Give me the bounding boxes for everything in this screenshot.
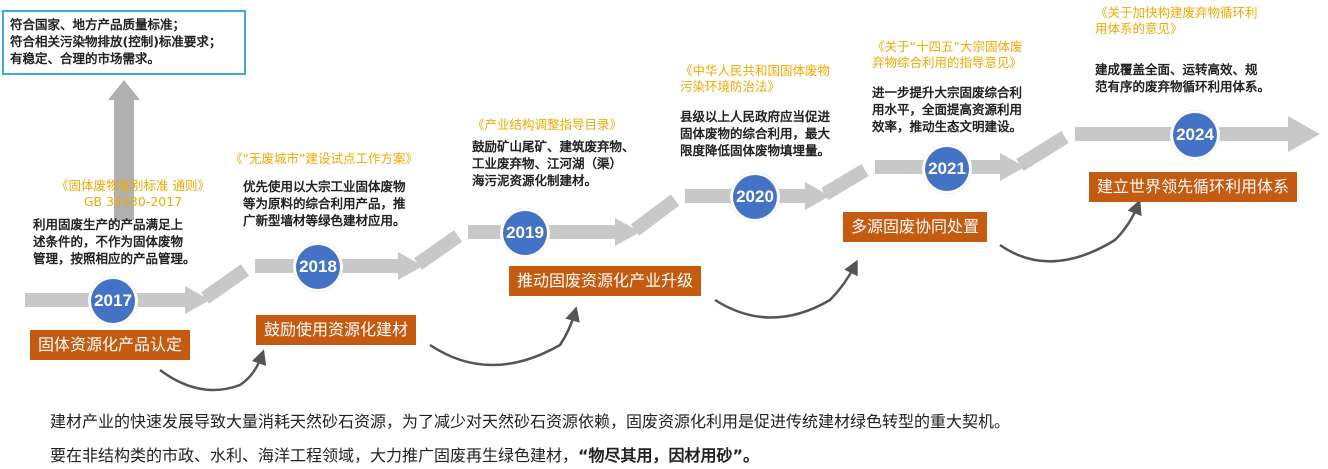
desc-2020: 县级以上人民政府应当促进 固体废物的综合利用，最大 限度降低固体废物填埋量。 xyxy=(680,108,880,159)
desc-line: 县级以上人民政府应当促进 xyxy=(680,109,831,124)
desc-2018: 优先使用以大宗工业固体废物 等为原料的综合利用产品，推 广新型墙材等绿色建材应用… xyxy=(243,178,443,229)
up-arrow-shaft xyxy=(114,100,134,220)
desc-2019: 鼓励矿山尾矿、建筑废弃物、 工业废弃物、江河湖（渠） 海污泥资源化制建材。 xyxy=(472,138,672,189)
doc-title: 《“无废城市”建设试点工作方案》 xyxy=(230,151,418,166)
summary-line-1: 建材产业的快速发展导致大量消耗天然砂石资源，为了减少对天然砂石资源依赖，固废资源… xyxy=(50,412,1011,431)
step-2018-rise xyxy=(413,230,463,270)
desc-line: 工业废弃物、江河湖（渠） xyxy=(472,156,623,171)
arrowhead-2019 xyxy=(615,218,640,246)
desc-2017: 利用固废生产的产品满足上 述条件的，不作为固体废物 管理，按照相应的产品管理。 xyxy=(33,216,233,267)
label-2017: 固体资源化产品认定 xyxy=(30,330,191,360)
doc-title: 《关于“十四五”大宗固体废 xyxy=(872,39,1023,54)
requirement-line: 有稳定、合理的市场需求。 xyxy=(10,51,161,66)
requirements-box: 符合国家、地方产品质量标准； 符合相关污染物排放(控制)标准要求； 有稳定、合理… xyxy=(2,10,246,75)
desc-line: 等为原料的综合利用产品，推 xyxy=(243,196,406,211)
year-2024-circle: 2024 xyxy=(1170,110,1220,160)
label-2024: 建立世界领先循环利用体系 xyxy=(1089,172,1298,202)
requirement-line: 符合相关污染物排放(控制)标准要求； xyxy=(10,34,222,49)
connector-4 xyxy=(999,199,1142,263)
doc-2018: 《“无废城市”建设试点工作方案》 xyxy=(230,151,460,167)
label-2021: 多源固废协同处置 xyxy=(843,212,988,242)
desc-line: 述条件的，不作为固体废物 xyxy=(33,234,184,249)
desc-line: 海污泥资源化制建材。 xyxy=(472,173,598,188)
desc-line: 利用固废生产的产品满足上 xyxy=(33,217,184,232)
label-2018: 鼓励使用资源化建材 xyxy=(256,315,417,345)
doc-title: 《中华人民共和国固体废物 xyxy=(680,63,831,78)
connector-3 xyxy=(714,259,858,319)
step-2019-rise xyxy=(630,194,680,236)
desc-line: 鼓励矿山尾矿、建筑废弃物、 xyxy=(472,139,635,154)
doc-title: 《固体废物鉴别标准 通则》 xyxy=(56,178,210,193)
step-2021-rise xyxy=(1016,131,1069,171)
connector-1 xyxy=(159,349,267,392)
doc-2020: 《中华人民共和国固体废物 污染环境防治法》 xyxy=(680,63,880,95)
step-2017-rise xyxy=(200,264,250,304)
arrowhead-2017 xyxy=(185,286,210,314)
doc-title-cont: 污染环境防治法》 xyxy=(680,79,781,94)
step-2020-rise xyxy=(821,163,869,201)
desc-2024: 建成覆盖全面、运转高效、规 范有序的废弃物循环利用体系。 xyxy=(1095,61,1315,95)
desc-2021: 进一步提升大宗固废综合利 用水平，全面提高资源利用 效率，推动生态文明建设。 xyxy=(872,84,1082,135)
arrowhead-2020 xyxy=(805,182,830,210)
connector-2 xyxy=(429,306,580,367)
desc-line: 管理，按照相应的产品管理。 xyxy=(33,251,196,266)
arrowhead-2021 xyxy=(1000,153,1025,181)
desc-line: 效率，推动生态文明建设。 xyxy=(872,119,1023,134)
summary-line-2: 要在非结构类的市政、水利、海洋工程领域，大力推广固废再生绿色建材，“物尽其用，因… xyxy=(50,442,759,466)
doc-code: GB 34330-2017 xyxy=(83,194,183,209)
arrowhead-2024 xyxy=(1288,116,1320,152)
summary-emphasis: “物尽其用，因材用砂”。 xyxy=(578,446,760,465)
doc-2024: 《关于加快构建废弃物循环利 用体系的意见》 xyxy=(1095,5,1315,37)
summary-line-2-text: 要在非结构类的市政、水利、海洋工程领域，大力推广固废再生绿色建材， xyxy=(50,446,579,465)
doc-2019: 《产业结构调整指导目录》 xyxy=(472,117,672,133)
year-2019-circle: 2019 xyxy=(500,208,550,258)
desc-line: 固体废物的综合利用，最大 xyxy=(680,126,831,141)
desc-line: 进一步提升大宗固废综合利 xyxy=(872,85,1023,100)
arrowhead-2018 xyxy=(398,252,423,280)
doc-2021: 《关于“十四五”大宗固体废 弃物综合利用的指导意见》 xyxy=(872,39,1082,71)
year-2020-circle: 2020 xyxy=(730,172,780,222)
year-2021-circle: 2021 xyxy=(922,144,972,194)
desc-line: 用水平，全面提高资源利用 xyxy=(872,102,1023,117)
year-2017-circle: 2017 xyxy=(88,276,138,326)
desc-line: 广新型墙材等绿色建材应用。 xyxy=(243,213,406,228)
doc-2017: 《固体废物鉴别标准 通则》 GB 34330-2017 xyxy=(33,178,233,210)
label-2019: 推动固废资源化产业升级 xyxy=(509,266,702,296)
requirement-line: 符合国家、地方产品质量标准； xyxy=(10,17,186,32)
year-2018-circle: 2018 xyxy=(293,242,343,292)
doc-title: 《关于加快构建废弃物循环利 xyxy=(1095,5,1258,20)
doc-title-cont: 用体系的意见》 xyxy=(1095,21,1183,36)
up-arrow-head xyxy=(108,80,140,100)
desc-line: 范有序的废弃物循环利用体系。 xyxy=(1095,79,1271,94)
desc-line: 限度降低固体废物填埋量。 xyxy=(680,143,831,158)
desc-line: 优先使用以大宗工业固体废物 xyxy=(243,179,406,194)
doc-title: 《产业结构调整指导目录》 xyxy=(472,117,623,132)
doc-title-cont: 弃物综合利用的指导意见》 xyxy=(872,55,1023,70)
desc-line: 建成覆盖全面、运转高效、规 xyxy=(1095,62,1258,77)
